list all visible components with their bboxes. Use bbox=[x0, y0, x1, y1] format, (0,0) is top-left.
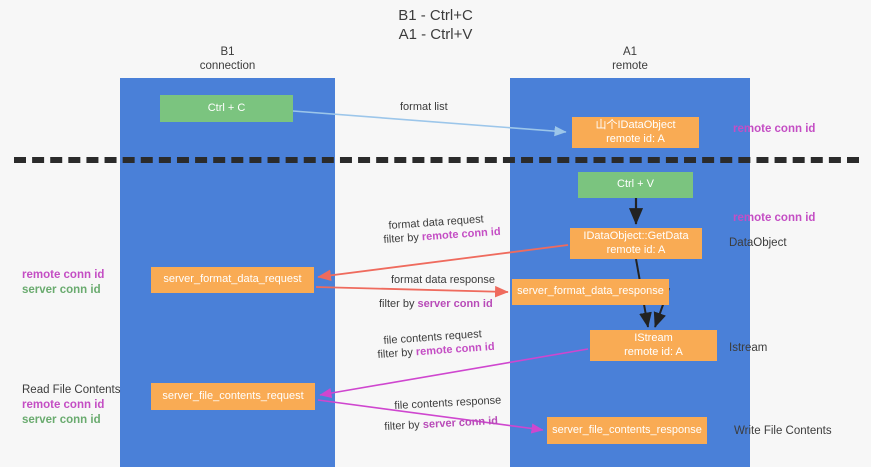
node-idataobject-getdata[interactable]: IDataObject::GetData remote id: A bbox=[570, 228, 702, 259]
node-server-file-contents-response-label: server_file_contents_response bbox=[552, 423, 702, 436]
left-tag-remote-conn-id: remote conn id bbox=[22, 399, 105, 411]
edge-format-data-response bbox=[315, 285, 509, 298]
side-label-istream: Istream bbox=[729, 342, 768, 354]
node-idataobject-sublabel: remote id: A bbox=[606, 132, 665, 145]
side-label-dataobject: DataObject bbox=[729, 237, 787, 249]
edge-label-format-list: format list bbox=[400, 101, 448, 113]
left-tag-server-conn-id: server conn id bbox=[22, 284, 101, 296]
edge-label-file-contents-response: file contents response bbox=[394, 394, 502, 412]
filter-prefix: filter by bbox=[379, 298, 418, 310]
filter-prefix: filter by bbox=[383, 231, 423, 246]
filter-prefix: filter by bbox=[377, 346, 417, 361]
side-label-remote-conn-id-mid: remote conn id bbox=[733, 212, 816, 224]
node-server-format-data-request[interactable]: server_format_data_request bbox=[151, 267, 314, 293]
node-server-format-data-response[interactable]: server_format_data_response bbox=[512, 279, 669, 305]
filter-prefix: filter by bbox=[384, 418, 424, 433]
filter-key-server-conn-id: server conn id bbox=[422, 415, 499, 431]
edge-label-format-data-response-filter: filter by server conn id bbox=[379, 297, 493, 311]
side-label-remote-conn-id-top: remote conn id bbox=[733, 123, 816, 135]
node-ctrl-v[interactable]: Ctrl + V bbox=[578, 172, 693, 198]
node-server-file-contents-response[interactable]: server_file_contents_response bbox=[547, 417, 707, 444]
node-idataobject[interactable]: 山个IDataObject remote id: A bbox=[572, 117, 699, 148]
node-getdata-sublabel: remote id: A bbox=[606, 243, 666, 256]
edge-label-file-contents-response-filter: filter by server conn id bbox=[384, 414, 498, 434]
diagram-title: B1 - Ctrl+C A1 - Ctrl+V bbox=[398, 7, 473, 43]
node-ctrl-c[interactable]: Ctrl + C bbox=[160, 95, 293, 122]
lane-header-a1: A1 remote bbox=[612, 46, 648, 72]
node-istream-label: IStream bbox=[634, 332, 673, 344]
phase-divider bbox=[14, 157, 859, 163]
edge-label-format-data-response: format data response bbox=[391, 274, 495, 286]
node-getdata-label: IDataObject::GetData bbox=[583, 230, 689, 242]
left-tag-server-conn-id: server conn id bbox=[22, 414, 101, 426]
node-server-file-contents-request[interactable]: server_file_contents_request bbox=[151, 383, 315, 410]
node-ctrl-c-label: Ctrl + C bbox=[207, 101, 246, 114]
left-tag-remote-conn-id: remote conn id bbox=[22, 269, 105, 281]
node-idataobject-label: 山个IDataObject bbox=[595, 119, 676, 131]
node-server-format-data-response-label: server_format_data_response bbox=[517, 285, 664, 298]
filter-key-server-conn-id: server conn id bbox=[417, 298, 493, 310]
node-server-format-data-request-label: server_format_data_request bbox=[163, 273, 302, 286]
left-tags-upper: remote conn id server conn id bbox=[22, 268, 104, 298]
side-label-write-file-contents: Write File Contents bbox=[734, 425, 832, 437]
node-istream[interactable]: IStream remote id: A bbox=[590, 330, 717, 361]
node-istream-sublabel: remote id: A bbox=[624, 345, 683, 358]
left-tags-lower: Read File Contents remote conn id server… bbox=[22, 383, 120, 428]
node-server-file-contents-request-label: server_file_contents_request bbox=[162, 389, 304, 402]
filter-key-remote-conn-id: remote conn id bbox=[421, 225, 501, 244]
node-ctrl-v-label: Ctrl + V bbox=[617, 178, 654, 191]
side-label-read-file-contents: Read File Contents bbox=[22, 384, 121, 396]
lane-header-b1: B1 connection bbox=[199, 46, 256, 72]
filter-key-remote-conn-id: remote conn id bbox=[415, 340, 495, 359]
